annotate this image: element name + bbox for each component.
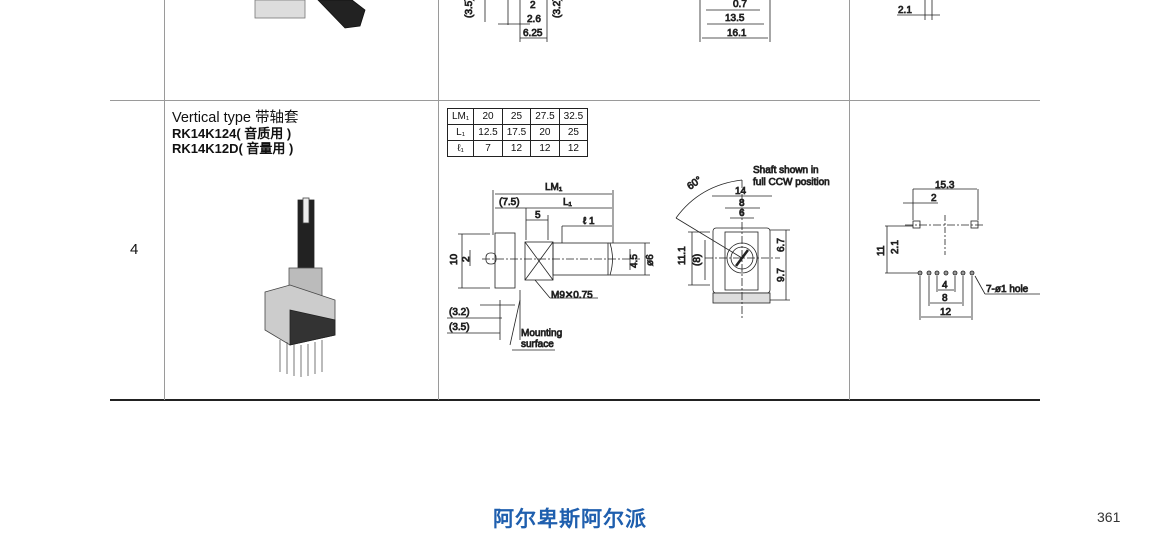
prev-side-dims: (3.5) 2 2.6 6.25 (3.2) (464, 0, 563, 42)
side-view-drawing: LM₁ (7.5) L₁ 5 ℓ 1 10 2 4.5 ø6 M9✕0.75 (… (447, 182, 656, 351)
dim-label: 0.7 (733, 0, 747, 10)
shaft-note: full CCW position (753, 177, 830, 188)
dim-label: (3.5) (464, 0, 475, 18)
dim-label: 60° (685, 175, 704, 193)
dim-label: 6.25 (523, 28, 543, 39)
col-divider-2 (438, 0, 439, 400)
dimension-table: LM₁ 20 25 27.5 32.5 L₁ 12.5 17.5 20 25 ℓ… (446, 108, 589, 157)
dim-label: 11 (876, 245, 887, 256)
prev-pcb-dims: 2.1 (897, 0, 940, 20)
table-cell: 12 (530, 140, 560, 157)
dim-label: 5 (535, 210, 541, 221)
dim-label: 8 (942, 293, 948, 304)
dim-label: (8) (692, 254, 703, 266)
dim-label: surface (521, 339, 554, 350)
page-number: 361 (1097, 509, 1121, 525)
row-divider (110, 100, 1040, 101)
product-title: Vertical type 带轴套 RK14K124( 音质用 ) RK14K1… (172, 110, 299, 156)
dim-label: ℓ 1 (583, 216, 595, 227)
dim-label: 14 (735, 186, 747, 197)
dim-label: (3.2) (552, 0, 563, 18)
dim-label: 9.7 (776, 268, 787, 282)
dim-label: 15.3 (935, 180, 955, 191)
dim-label: 6.7 (776, 238, 787, 252)
shaft-note: Shaft shown in (753, 165, 819, 176)
prev-front-dims: 0.7 13.5 16.1 (699, 0, 771, 42)
dim-label: ø6 (645, 254, 656, 266)
dim-label: M9✕0.75 (551, 290, 593, 301)
dim-label: L₁ (563, 197, 573, 208)
dim-label: 2 (530, 0, 536, 11)
dim-label: (7.5) (499, 197, 520, 208)
col-divider-1 (164, 0, 165, 400)
dim-label: 11.1 (677, 246, 688, 265)
dim-label: LM₁ (545, 182, 563, 193)
dim-label: 13.5 (725, 13, 745, 24)
table-bottom-rule (110, 399, 1040, 401)
product-type: Vertical type 带轴套 (172, 110, 299, 126)
dim-label: 2.1 (890, 240, 901, 254)
row-number: 4 (130, 241, 139, 258)
front-view-drawing: Shaft shown in full CCW position 60° 14 … (675, 165, 830, 320)
table-row: ℓ₁ 7 12 12 12 (446, 140, 589, 157)
prev-product-photo (254, 0, 366, 29)
col-divider-3 (849, 0, 850, 400)
dim-label: (3.5) (449, 322, 470, 333)
dim-label: 2.6 (527, 14, 541, 25)
dim-label: 2.1 (898, 5, 912, 16)
product-photo (264, 197, 336, 377)
dim-label: (3.2) (449, 307, 470, 318)
dim-label: 2 (461, 256, 472, 262)
table-cell: 12 (558, 140, 589, 157)
model-number-1: RK14K124( 音质用 ) (172, 126, 292, 141)
dim-label: 7-ø1 hole (986, 284, 1029, 295)
dim-label: 10 (449, 253, 460, 265)
model-number-2: RK14K12D( 音量用 ) (172, 141, 294, 156)
table-cell: 7 (473, 140, 503, 157)
dim-label: 6 (739, 208, 745, 219)
pcb-layout-drawing: 15.3 2 11 2.1 4 8 12 7-ø1 hole (876, 180, 1040, 320)
brand-footer: 阿尔卑斯阿尔派 (493, 508, 647, 531)
dim-label: 12 (940, 307, 952, 318)
dim-label: 4.5 (629, 254, 640, 268)
dim-label: 8 (739, 198, 745, 209)
dim-label: 4 (942, 280, 948, 291)
dim-label: Mounting (521, 328, 562, 339)
dim-label: 16.1 (727, 28, 747, 39)
dim-label: 2 (931, 193, 937, 204)
